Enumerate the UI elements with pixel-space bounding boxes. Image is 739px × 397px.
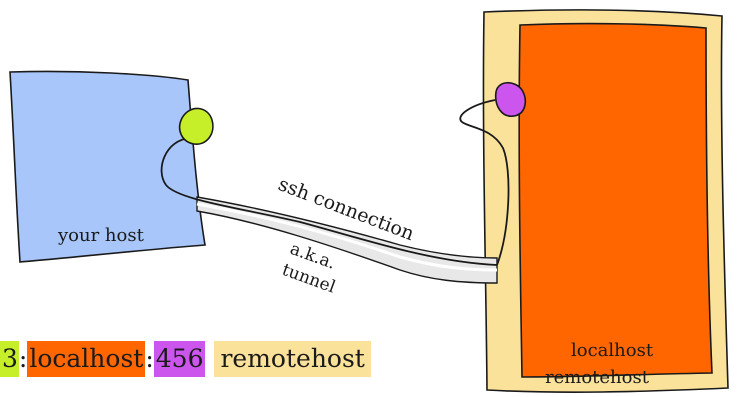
dest-port-token: 456 bbox=[153, 341, 206, 377]
your-host-box bbox=[9, 70, 206, 263]
local-port-token: 3 bbox=[0, 341, 19, 377]
your-host-label: your host bbox=[57, 225, 145, 246]
ssh-command-line: 3 : localhost : 456 remotehost bbox=[0, 339, 371, 379]
local-port-marker bbox=[178, 107, 214, 145]
tunnel-highlight bbox=[196, 202, 498, 272]
connection-line-remote bbox=[459, 99, 510, 266]
separator-1: : bbox=[18, 344, 28, 373]
dest-host-token: localhost bbox=[27, 341, 146, 377]
remote-port-marker bbox=[494, 81, 527, 117]
separator-2: : bbox=[145, 344, 154, 373]
remote-host-token: remotehost bbox=[214, 341, 371, 377]
localhost-label: localhost bbox=[571, 340, 654, 361]
remotehost-label: remotehost bbox=[545, 367, 650, 388]
connection-line-local bbox=[160, 137, 498, 266]
localhost-inner-box bbox=[518, 22, 713, 378]
